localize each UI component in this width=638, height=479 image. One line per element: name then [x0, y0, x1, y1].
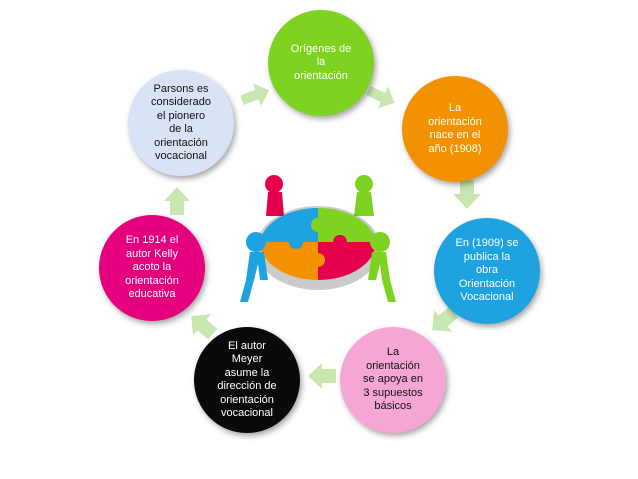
node-publica: En (1909) se publica la obra Orientación… — [434, 218, 540, 324]
arrow-kelly-to-parsons — [164, 187, 190, 215]
arrow-parsons-to-origenes — [241, 83, 270, 106]
node-parsons-text: Parsons es considerado el pionero de la … — [151, 82, 211, 163]
figure-green-front — [368, 232, 396, 302]
node-meyer: El autor Meyer asume la dirección de ori… — [194, 327, 300, 433]
puzzle-piece-blue — [260, 207, 318, 242]
arrow-nace-to-publica — [453, 180, 481, 209]
node-publica-text: En (1909) se publica la obra Orientación… — [455, 237, 519, 304]
node-kelly: En 1914 el autor Kelly acoto la orientac… — [99, 215, 205, 321]
arrow-origenes-to-nace — [367, 86, 395, 109]
node-supuestos: La orientación se apoya en 3 supuestos b… — [340, 327, 446, 433]
node-supuestos-text: La orientación se apoya en 3 supuestos b… — [363, 346, 423, 413]
node-origenes: Orígenes de la orientación — [268, 10, 374, 116]
arrow-publica-to-supuestos — [432, 306, 458, 332]
arrow-meyer-to-kelly — [191, 314, 217, 340]
puzzle-piece-orange — [260, 242, 318, 280]
node-nace: La orientación nace en el año (1908) — [402, 76, 508, 182]
node-kelly-text: En 1914 el autor Kelly acoto la orientac… — [125, 234, 179, 301]
puzzle-piece-green — [318, 207, 376, 242]
teamwork-puzzle-figures-icon — [240, 175, 396, 302]
figure-blue-front — [240, 232, 268, 302]
puzzle-piece-red — [318, 242, 376, 280]
figure-green-back — [354, 175, 374, 216]
figure-red-back — [265, 175, 284, 216]
node-nace-text: La orientación nace en el año (1908) — [428, 102, 482, 155]
node-parsons: Parsons es considerado el pionero de la … — [128, 70, 234, 176]
arrow-supuestos-to-meyer — [308, 363, 336, 389]
node-origenes-text: Orígenes de la orientación — [290, 42, 352, 82]
node-meyer-text: El autor Meyer asume la dirección de ori… — [217, 339, 277, 420]
